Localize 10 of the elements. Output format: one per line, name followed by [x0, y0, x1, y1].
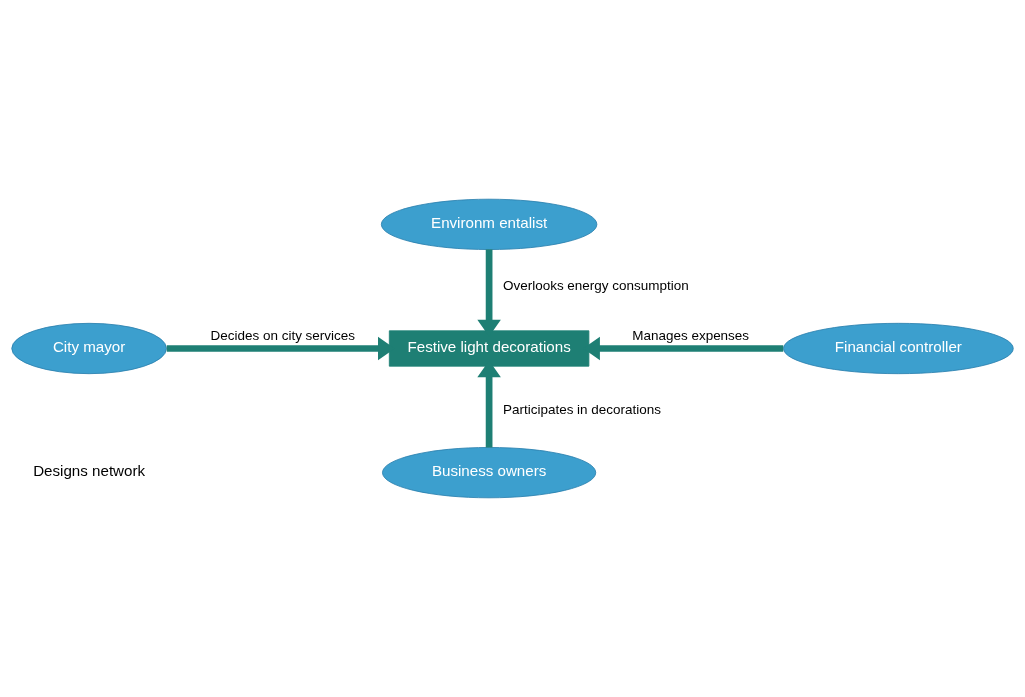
node-ellipse: City mayor — [11, 322, 167, 375]
edge-label: Decides on city services — [210, 327, 356, 343]
node-ellipse: Environm entalist — [380, 198, 598, 250]
edge-label: Manages expenses — [632, 327, 750, 343]
edge-label: Participates in decorations — [503, 401, 661, 417]
node-ellipse: Financial controller — [783, 322, 1014, 375]
edge-label: Overlooks energy consumption — [503, 277, 689, 293]
node-box: Festive light decorations — [388, 330, 590, 367]
node-ellipse: Business owners — [382, 447, 597, 499]
label: Designs network — [33, 462, 146, 480]
